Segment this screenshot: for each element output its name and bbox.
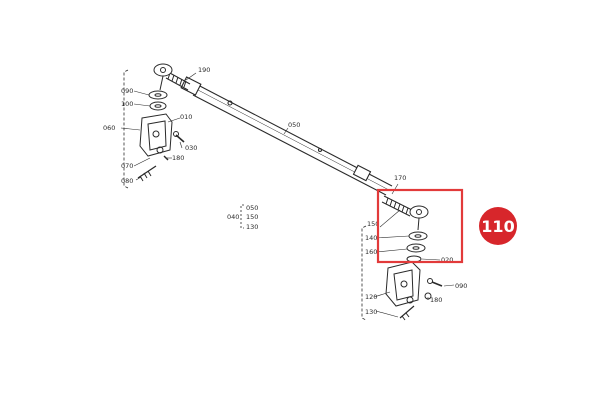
- label-030-top: 030: [185, 144, 197, 152]
- label-020: 020: [441, 256, 453, 264]
- callout-badge: 110: [479, 207, 517, 245]
- label-090-bottom: 090: [455, 282, 467, 290]
- label-190: 190: [198, 66, 210, 74]
- label-050: 050: [288, 121, 300, 129]
- tie-rod: [180, 76, 393, 196]
- label-070: 070: [121, 162, 133, 170]
- label-080: 080: [121, 177, 133, 185]
- label-100-top: 100: [121, 100, 133, 108]
- label-010-top: 010: [180, 113, 192, 121]
- leader-lines-bottom-right: [373, 183, 455, 318]
- callout-circle: [479, 207, 517, 245]
- label-rod: 050: [283, 121, 300, 135]
- label-090-top: 090: [121, 87, 133, 95]
- label-160: 160: [365, 248, 377, 256]
- leader-lines-top-left: [120, 72, 197, 181]
- label-130: 130: [365, 308, 377, 316]
- highlight-box: [376, 188, 464, 264]
- label-120: 120: [365, 293, 377, 301]
- callout-number: 110: [481, 217, 514, 236]
- group-bracket-top-left: [123, 69, 129, 189]
- label-150-ref: 150: [246, 213, 258, 221]
- labels-top-left: 190 090 100 010 060 030 180 070 080: [103, 66, 210, 185]
- center-reference: 050 040 150 130: [227, 204, 258, 231]
- label-130-ref: 130: [246, 223, 258, 231]
- top-left-ball-joint: [137, 63, 191, 182]
- bottom-right-ball-joint: [381, 195, 443, 321]
- label-040: 040: [227, 213, 239, 221]
- label-180-top: 180: [172, 154, 184, 162]
- label-170: 170: [394, 174, 406, 182]
- label-180-bottom: 180: [430, 296, 442, 304]
- label-140: 140: [365, 234, 377, 242]
- label-150-right: 150: [367, 220, 379, 228]
- label-060: 060: [103, 124, 115, 132]
- labels-bottom-right: 170 150 140 160 020 090 120 180 130: [365, 174, 467, 316]
- group-bracket-bottom-right: [361, 225, 367, 321]
- label-050-ref: 050: [246, 204, 258, 212]
